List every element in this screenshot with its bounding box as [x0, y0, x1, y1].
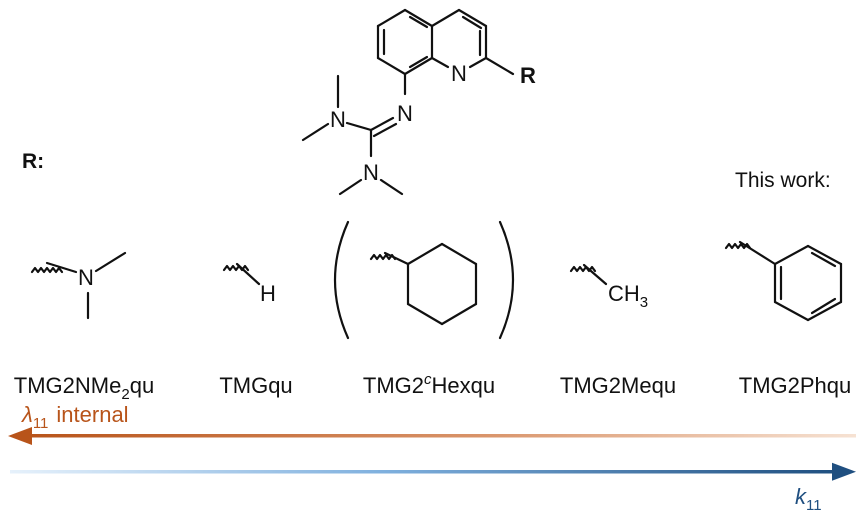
lambda-arrow-shaft — [28, 434, 856, 438]
substituent-cyclohexyl — [333, 220, 515, 340]
substituent-methyl: CH3 — [569, 263, 648, 311]
compound-name-tmg2mequ: TMG2Mequ — [560, 373, 676, 398]
r-label: R — [520, 63, 536, 88]
substituent-atom: H — [260, 281, 276, 306]
substituent-atom: N — [78, 265, 94, 290]
core-structure: N R N N N — [301, 8, 536, 196]
parenthesis-right — [498, 220, 515, 340]
benzene-ring — [773, 244, 843, 322]
k-arrow-shaft — [10, 470, 838, 474]
compound-name-tmg2nme2qu: TMG2NMe2qu — [14, 373, 154, 403]
parenthesis-left — [333, 220, 350, 340]
r-bond — [484, 56, 515, 76]
wavy-bond-icon — [569, 265, 597, 273]
substituent-h: H — [222, 262, 276, 306]
compound-name-tmgqu: TMGqu — [219, 373, 292, 398]
ring-nitrogen: N — [451, 61, 467, 86]
cyclohexane-ring — [406, 242, 478, 326]
substituent-phenyl — [724, 240, 843, 322]
compound-name-tmg2chexqu: TMG2cHexqu — [363, 371, 495, 398]
r-heading: R: — [22, 150, 44, 173]
k-label: k11 — [795, 484, 822, 514]
benzo-ring — [376, 8, 434, 76]
amine-nitrogen-2: N — [363, 160, 379, 185]
substituent-nme2: N — [30, 251, 127, 320]
this-work-label: This work: — [735, 169, 831, 192]
pyridine-ring — [430, 8, 488, 69]
amine-nitrogen-1: N — [330, 107, 346, 132]
imine-nitrogen: N — [397, 101, 413, 126]
wavy-bond-icon — [30, 266, 64, 274]
k-arrow-head — [832, 462, 856, 481]
compound-name-tmg2phqu: TMG2Phqu — [739, 373, 852, 398]
substituent-atom: CH3 — [608, 281, 648, 311]
lambda-arrow-head — [8, 427, 32, 445]
wavy-bond-icon — [222, 264, 250, 272]
k-trend-arrow: k11 — [10, 462, 856, 514]
